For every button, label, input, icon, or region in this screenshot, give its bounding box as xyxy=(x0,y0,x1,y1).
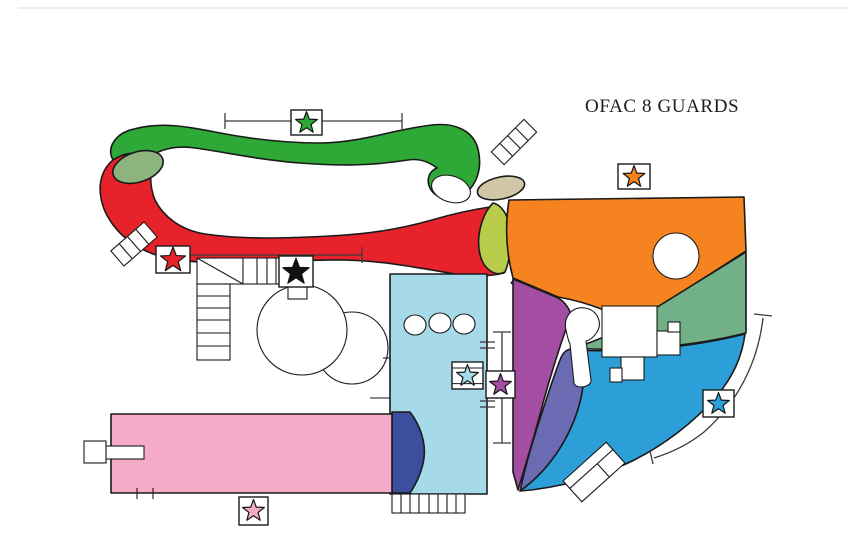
building-annex-small xyxy=(609,367,623,383)
pool-port-2 xyxy=(428,312,452,334)
map-title: OFAC 8 GUARDS xyxy=(585,96,739,117)
zone-indigo-patch xyxy=(391,411,426,494)
pink-handle-cap xyxy=(83,440,107,464)
zone-purple xyxy=(512,278,572,491)
zone-tan-patch xyxy=(476,175,526,201)
guard-marker-blue[interactable] xyxy=(702,389,735,418)
star-icon-black xyxy=(282,257,310,284)
building-annex-step xyxy=(667,321,681,333)
orange-zone-hole xyxy=(652,232,700,280)
star-icon-orange xyxy=(622,165,646,187)
star-icon-blue xyxy=(707,392,730,414)
hatched-walkway xyxy=(391,493,466,514)
zone-pink-rect xyxy=(110,413,393,494)
guard-marker-green[interactable] xyxy=(290,109,323,136)
edge-double-ticks xyxy=(480,341,495,408)
star-icon-red xyxy=(159,246,187,272)
pink-handle-bar xyxy=(105,445,145,460)
zone-sage-left xyxy=(112,149,164,185)
star-icon-purple xyxy=(489,373,512,395)
guard-marker-black[interactable] xyxy=(278,255,314,288)
building-annex-right xyxy=(656,330,681,356)
guard-markers-layer xyxy=(155,109,735,526)
pool-port-3 xyxy=(452,313,476,335)
zone-olive-leaf xyxy=(477,202,512,275)
building-large xyxy=(601,305,658,358)
guard-marker-orange[interactable] xyxy=(617,163,651,190)
guard-marker-purple[interactable] xyxy=(485,370,516,399)
ramp-bottom xyxy=(562,441,626,503)
star-icon-green xyxy=(295,111,318,133)
star-icon-pink xyxy=(242,499,265,521)
ladder-left xyxy=(110,221,158,267)
building-annex-below xyxy=(620,356,645,381)
measure-line-red xyxy=(190,247,363,263)
guard-marker-red[interactable] xyxy=(155,245,191,274)
keyhole-structure xyxy=(564,307,600,388)
ladder-top-right xyxy=(490,118,538,166)
guard-marker-lightblue[interactable] xyxy=(451,361,484,390)
star-icon-lightblue xyxy=(456,364,479,386)
arc-guide-right xyxy=(649,313,773,465)
green-hook-notch xyxy=(431,174,471,204)
pool-port-1 xyxy=(403,314,427,336)
guard-marker-pink[interactable] xyxy=(238,496,269,526)
